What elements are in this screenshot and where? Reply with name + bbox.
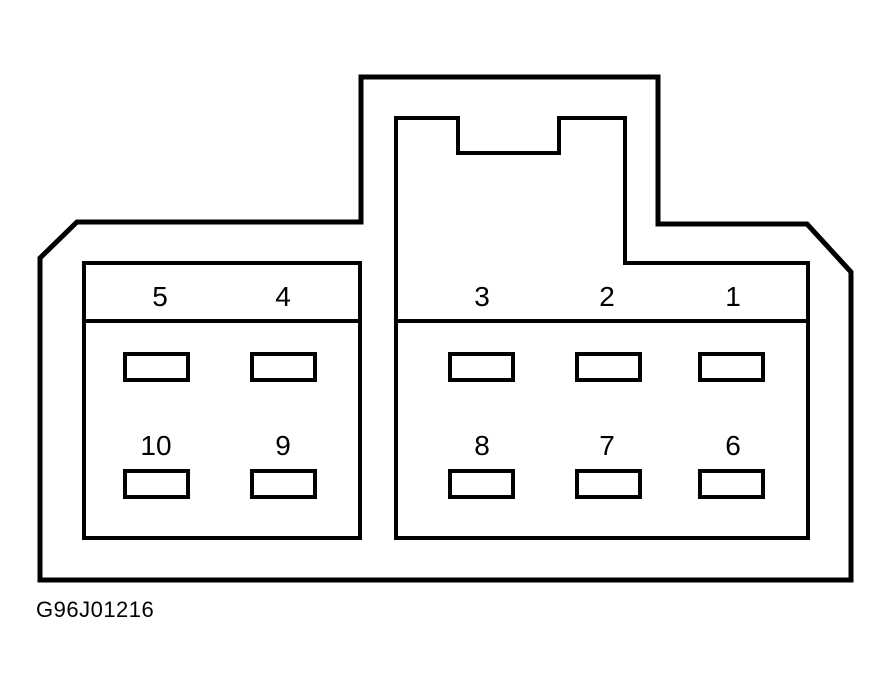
terminal-slot-pin-5 [123,352,190,382]
terminal-slot-pin-2 [575,352,642,382]
pin-label-8: 8 [474,430,490,461]
pin-label-4: 4 [275,281,291,312]
connector-housing [37,74,854,583]
right-cavity-block [394,116,810,540]
terminal-slot-pin-9 [250,469,317,499]
pin-label-1: 1 [725,281,741,312]
terminal-slot-pin-6 [698,469,765,499]
pin-label-2: 2 [599,281,615,312]
terminal-slot-pin-4 [250,352,317,382]
terminal-slot-pin-7 [575,469,642,499]
terminal-slot-pin-1 [698,352,765,382]
pin-label-5: 5 [152,281,168,312]
pin-label-9: 9 [275,430,291,461]
pin-label-6: 6 [725,430,741,461]
figure-id: G96J01216 [36,597,155,622]
terminal-slot-pin-8 [448,469,515,499]
terminal-slot-pin-3 [448,352,515,382]
pin-label-3: 3 [474,281,490,312]
terminal-slot-pin-10 [123,469,190,499]
pin-label-10: 10 [140,430,171,461]
pin-label-7: 7 [599,430,615,461]
left-cavity-block [82,261,362,540]
